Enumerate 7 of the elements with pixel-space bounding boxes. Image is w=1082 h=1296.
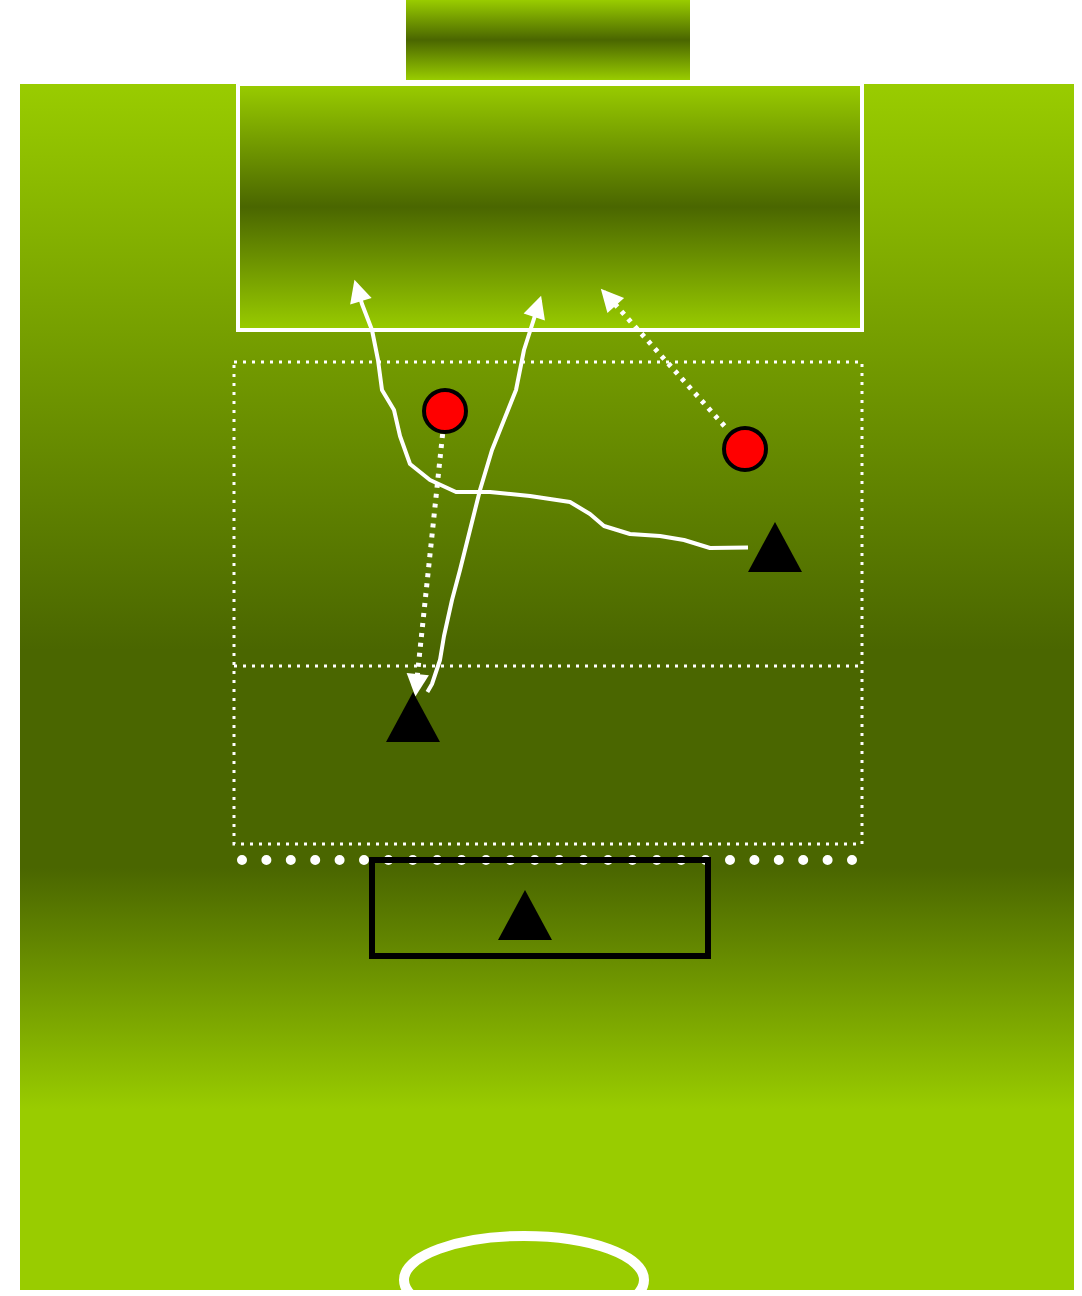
triangle-marker [498, 890, 552, 940]
triangle-marker [386, 692, 440, 742]
pass-arrow [600, 288, 727, 428]
pass-arrow [406, 433, 446, 697]
triangle-marker [748, 522, 802, 572]
dribble-arrow [425, 295, 545, 693]
dribble-arrow [350, 279, 749, 550]
